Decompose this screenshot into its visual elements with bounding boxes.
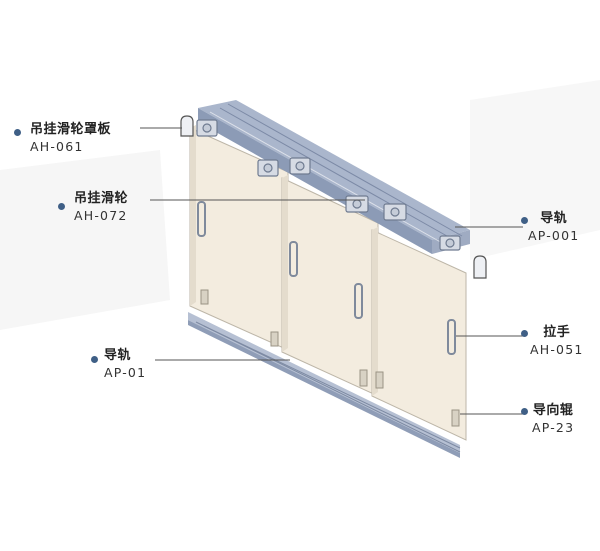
bullet-dot <box>521 408 528 415</box>
callout-name: 导向辊 <box>532 403 574 418</box>
callout-code: AP-01 <box>104 365 147 380</box>
guide-roller-3 <box>359 369 368 387</box>
door-handle-3 <box>354 283 363 319</box>
bottom-guide-rail <box>188 312 461 458</box>
callout-name: 吊挂滑轮罩板 <box>30 122 112 137</box>
callout-handle: 拉手 AH-051 <box>530 321 584 357</box>
callout-name: 导轨 <box>104 348 132 363</box>
bullet-dot <box>58 203 65 210</box>
background-shadow-right <box>470 80 600 260</box>
door-panel-3 <box>371 227 467 441</box>
door-panel-1 <box>189 125 289 351</box>
callout-code: AP-001 <box>528 228 580 243</box>
leader-lines <box>140 127 523 415</box>
guide-roller-2 <box>270 331 279 347</box>
bullet-dot <box>521 217 528 224</box>
callout-bottom-rail: 导轨 AP-01 <box>104 344 146 380</box>
door-handle-1 <box>197 201 206 237</box>
callout-hanging-wheel: 吊挂滑轮 AH-072 <box>74 187 128 223</box>
callout-guide-roller: 导向辊 AP-23 <box>532 399 574 435</box>
door-handle-4 <box>447 319 456 355</box>
callout-hanging-wheel-cover: 吊挂滑轮罩板 AH-061 <box>30 118 111 154</box>
guide-roller-5 <box>451 409 460 427</box>
guide-roller-4 <box>375 371 384 389</box>
bullet-dot <box>521 330 528 337</box>
callout-code: AP-23 <box>532 420 575 435</box>
guide-roller-1 <box>200 289 209 305</box>
bullet-dot <box>14 129 21 136</box>
bullet-dot <box>91 356 98 363</box>
callout-name: 拉手 <box>543 325 571 340</box>
wheel-cover-clip-1 <box>180 115 194 137</box>
callout-name: 导轨 <box>540 211 568 226</box>
callout-code: AH-051 <box>530 342 584 357</box>
wheel-cover-clip-2 <box>473 255 487 279</box>
background-shadow <box>0 150 170 330</box>
door-panel-2 <box>281 175 379 397</box>
hanging-wheels <box>196 119 461 251</box>
door-handle-2 <box>289 241 298 277</box>
callout-guide-rail-top: 导轨 AP-001 <box>528 207 579 243</box>
callout-code: AH-072 <box>74 208 128 223</box>
callout-name: 吊挂滑轮 <box>74 191 129 206</box>
callout-code: AH-061 <box>30 139 84 154</box>
